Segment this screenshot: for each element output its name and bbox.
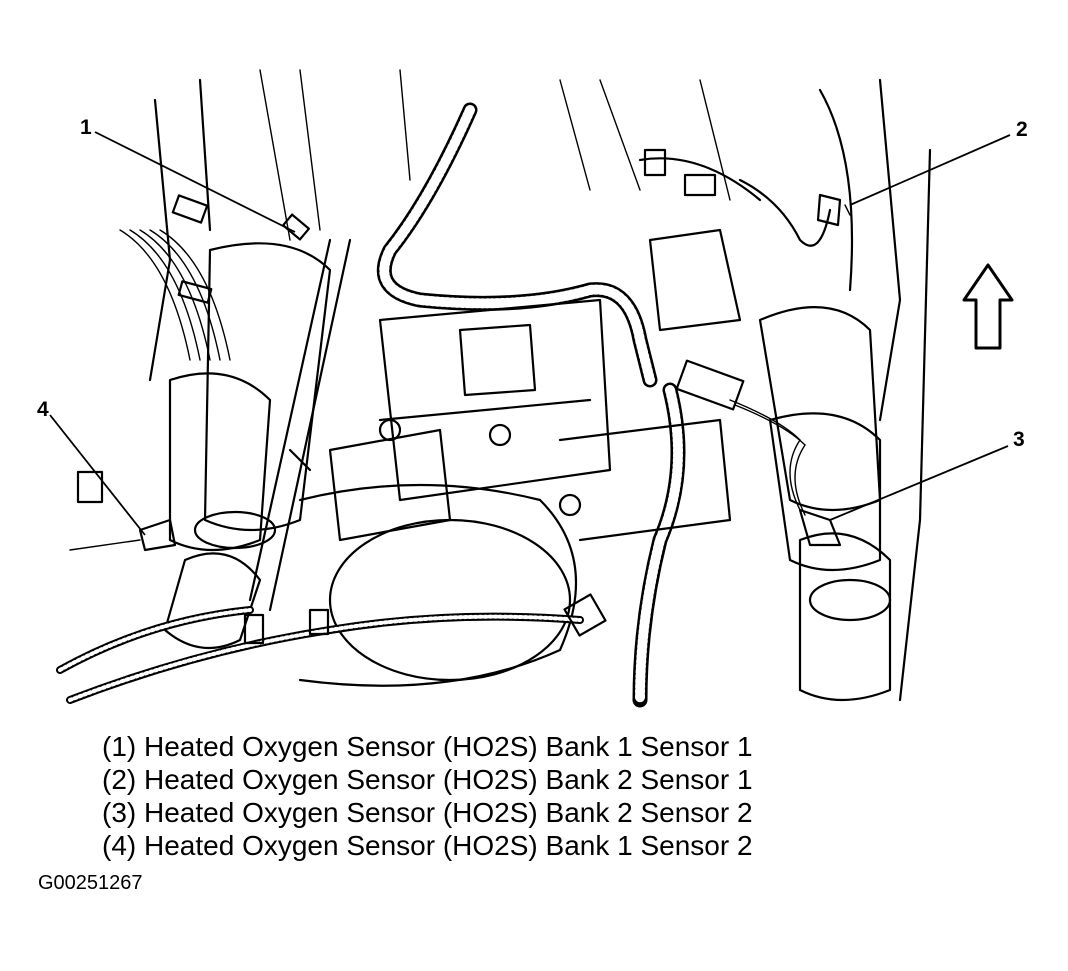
legend-item-2: (2) Heated Oxygen Sensor (HO2S) Bank 2 S…: [102, 764, 753, 795]
callout-leader-lines: [49, 131, 1011, 536]
legend-item-4: (4) Heated Oxygen Sensor (HO2S) Bank 1 S…: [102, 830, 753, 861]
upper-wiring-harness-conduit: [376, 102, 686, 708]
sensor-4-body: [69, 470, 177, 552]
sensor-2-body: [816, 193, 851, 227]
left-fuel-rail-tube: [248, 238, 352, 612]
figure-id: G00251267: [38, 872, 143, 894]
engine-transmission-assembly: [298, 298, 732, 687]
left-catalytic-converter: [163, 242, 332, 650]
lower-wiring-harness: [56, 593, 607, 704]
callout-3-label: 3: [1013, 428, 1025, 451]
right-upper-components: [638, 148, 832, 332]
front-direction-arrow-icon: [962, 263, 1014, 350]
legend-item-1: (1) Heated Oxygen Sensor (HO2S) Bank 1 S…: [102, 731, 753, 762]
callout-1-label: 1: [80, 116, 92, 139]
sensor-1-body: [281, 213, 311, 241]
sensor-3-pigtail: [675, 359, 806, 516]
sensor-3-body: [798, 508, 842, 547]
legend-item-3: (3) Heated Oxygen Sensor (HO2S) Bank 2 S…: [102, 797, 753, 828]
component-legend: (1) Heated Oxygen Sensor (HO2S) Bank 1 S…: [102, 730, 753, 862]
engine-bay-line-drawing: [49, 69, 1014, 708]
left-wiring-bundle: [119, 194, 231, 361]
callout-4-label: 4: [37, 398, 49, 421]
vehicle-structure: [148, 69, 932, 702]
right-catalytic-converter: [758, 306, 892, 702]
callout-2-label: 2: [1016, 118, 1028, 141]
